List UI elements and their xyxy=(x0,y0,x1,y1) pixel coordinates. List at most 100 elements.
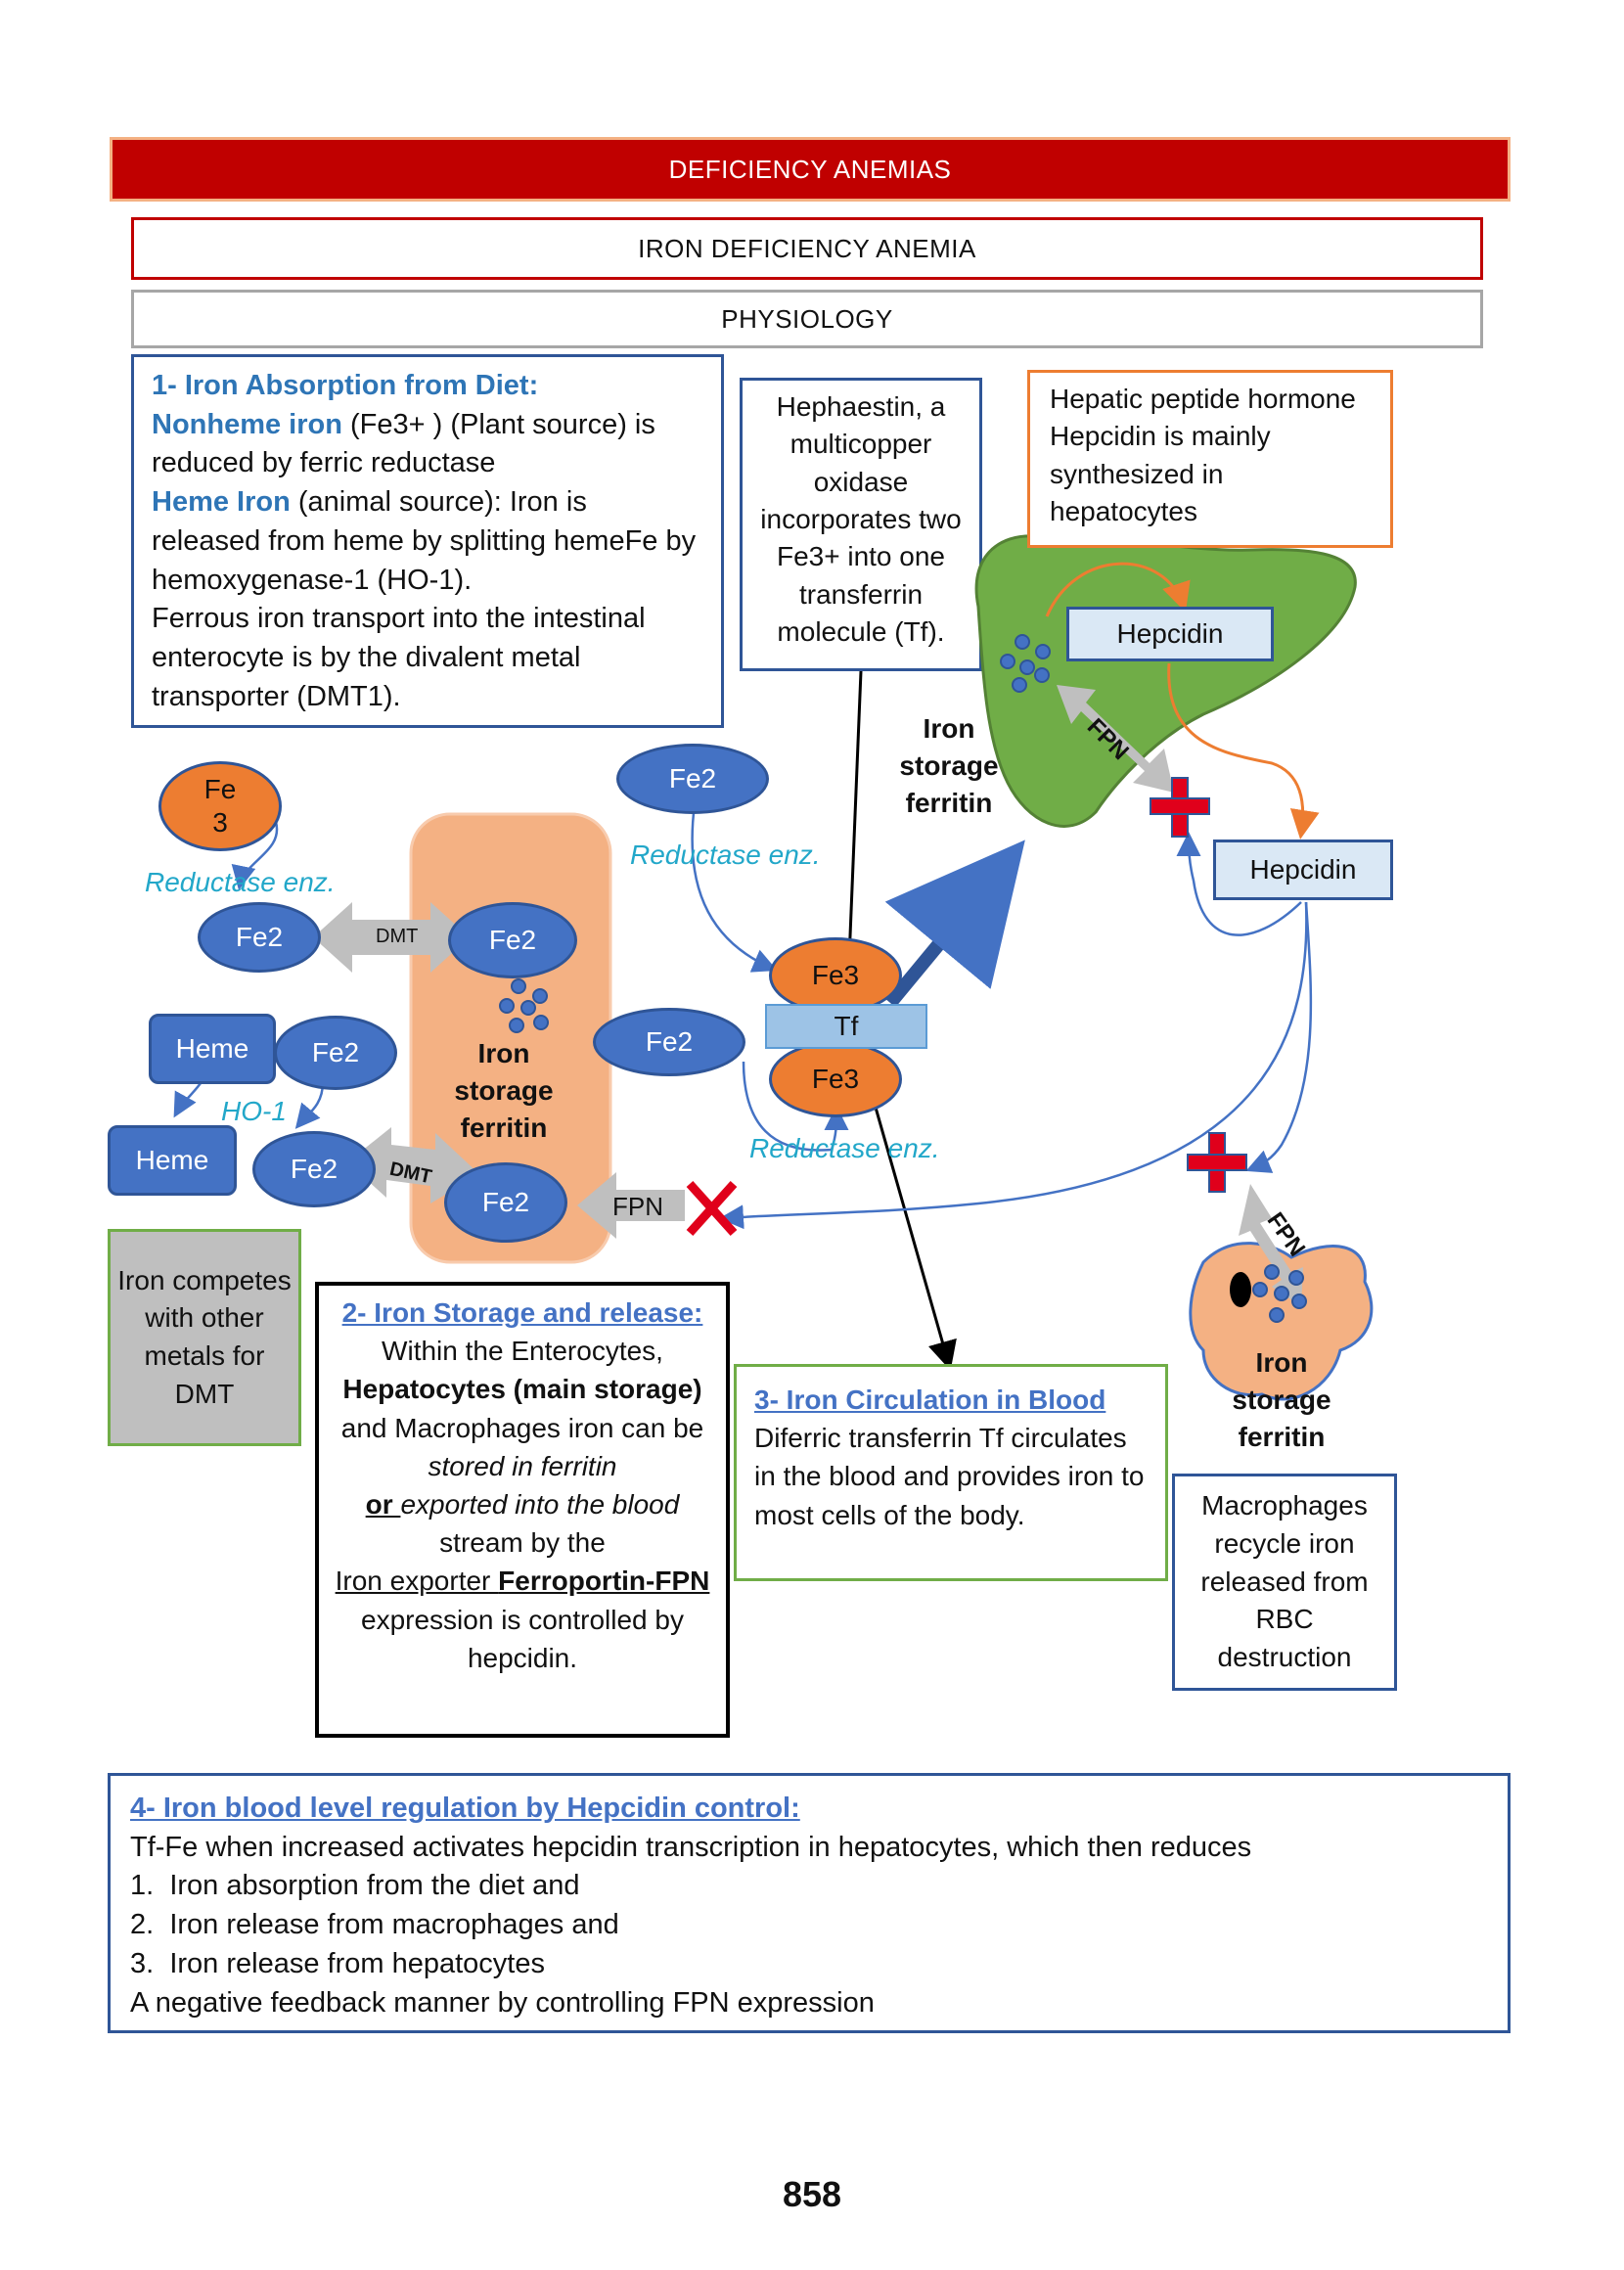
hepatic-peptide-box: Hepatic peptide hormone Hepcidin is main… xyxy=(1027,370,1393,548)
transferrin-label: Tf xyxy=(834,1011,859,1041)
fe2-lumen-bottom: Fe2 xyxy=(252,1131,376,1207)
fe3-transferrin-bottom-label: Fe3 xyxy=(811,1064,860,1094)
macrophage-storage-label: Iron storage ferritin xyxy=(1232,1347,1331,1452)
ferritin-dots-enterocyte xyxy=(499,978,549,1033)
ferritin-dots-liver xyxy=(1000,634,1051,693)
hepcidin-regulation-intro: Tf-Fe when increased activates hepcidin … xyxy=(130,1831,1252,1863)
hepcidin-circulating-label: Hepcidin xyxy=(1249,854,1357,885)
heme-top: Heme xyxy=(149,1014,276,1084)
reductase-left: Reductase enz. xyxy=(145,867,336,897)
main-title: DEFICIENCY ANEMIAS xyxy=(668,154,952,184)
iron-storage-box: 2- Iron Storage and release: Within the … xyxy=(315,1282,730,1738)
reductase-top: Reductase enz. xyxy=(630,840,821,870)
fe2-enterocyte-bottom-label: Fe2 xyxy=(481,1187,530,1217)
hepcidin-regulation-title: 4- Iron blood level regulation by Hepcid… xyxy=(130,1793,800,1824)
fe3-nonheme: Fe 3 xyxy=(158,761,282,851)
fe3-transferrin-bottom: Fe3 xyxy=(769,1041,902,1117)
hepatic-peptide-text: Hepatic peptide hormone Hepcidin is main… xyxy=(1050,384,1356,527)
hepcidin-regulation-box: 4- Iron blood level regulation by Hepcid… xyxy=(108,1773,1511,2033)
list-item: 1. Iron absorption from the diet and xyxy=(130,1870,580,1902)
section-title: PHYSIOLOGY xyxy=(721,303,893,334)
fe2-heme-label: Fe2 xyxy=(311,1037,360,1067)
heme-top-label: Heme xyxy=(175,1033,249,1064)
heme-bottom-label: Heme xyxy=(135,1145,209,1175)
fe3-transferrin-top: Fe3 xyxy=(769,937,902,1014)
hephaestin-box: Hephaestin, a multicopper oxidase incorp… xyxy=(740,378,982,671)
hepcidin-liver-label: Hepcidin xyxy=(1116,618,1224,649)
storage-text-6: exported into the blood xyxy=(400,1488,680,1520)
storage-text-1: Within the Enterocytes, xyxy=(382,1336,663,1367)
fe2-enterocyte-top-label: Fe2 xyxy=(488,925,537,955)
fe2-middle-label: Fe2 xyxy=(645,1026,694,1057)
fe2-top-middle: Fe2 xyxy=(616,744,769,814)
ferrous-paragraph: Ferrous iron transport into the intestin… xyxy=(152,603,646,712)
fe2-lumen-top: Fe2 xyxy=(198,902,321,973)
iron-circulation-title: 3- Iron Circulation in Blood xyxy=(754,1385,1106,1415)
macrophage-nucleus xyxy=(1230,1272,1251,1307)
fpn-arrow-macrophage xyxy=(1239,1184,1303,1306)
fe2-middle: Fe2 xyxy=(593,1008,745,1076)
heme-text: (animal source): Iron is released from h… xyxy=(152,486,697,596)
hepcidin-liver: Hepcidin xyxy=(1066,607,1274,661)
fpn-arrow-liver xyxy=(1057,685,1174,793)
storage-text-10: expression is controlled by hepcidin. xyxy=(361,1604,684,1673)
fe2-enterocyte-top: Fe2 xyxy=(448,902,577,978)
list-item: 3. Iron release from hepatocytes xyxy=(130,1947,545,1979)
iron-circulation-box: 3- Iron Circulation in Blood Diferric tr… xyxy=(734,1364,1168,1581)
storage-text-8: Iron exporter xyxy=(335,1566,499,1597)
nonheme-paragraph: Nonheme iron (Fe3+ ) (Plant source) is r… xyxy=(152,406,703,483)
section-bar: PHYSIOLOGY xyxy=(131,290,1483,348)
iron-absorption-box: 1- Iron Absorption from Diet: Nonheme ir… xyxy=(131,354,724,728)
fe2-lumen-bottom-label: Fe2 xyxy=(290,1154,338,1184)
list-item-text: Iron absorption from the diet and xyxy=(169,1870,580,1902)
iron-circulation-text: Diferric transferrin Tf circulates in th… xyxy=(754,1423,1145,1530)
main-title-bar: DEFICIENCY ANEMIAS xyxy=(110,137,1511,202)
subtitle-bar: IRON DEFICIENCY ANEMIA xyxy=(131,217,1483,280)
storage-text-9: Ferroportin-FPN xyxy=(498,1566,710,1597)
fe2-enterocyte-bottom: Fe2 xyxy=(444,1162,567,1243)
dmt-top-label: DMT xyxy=(376,926,419,947)
nonheme-text: (Fe3+ ) (Plant source) is reduced by fer… xyxy=(152,408,655,479)
storage-text-7: stream by the xyxy=(439,1527,606,1559)
ho1-label: HO-1 xyxy=(221,1096,287,1126)
block-cross-liver xyxy=(1150,777,1210,838)
iron-storage-body: Within the Enterocytes, Hepatocytes (mai… xyxy=(335,1332,710,1677)
enterocyte-storage-label: Iron storage ferritin xyxy=(454,1038,554,1143)
nonheme-label: Nonheme iron xyxy=(152,408,342,440)
heme-label: Heme Iron xyxy=(152,486,291,519)
subtitle: IRON DEFICIENCY ANEMIA xyxy=(638,233,976,263)
compete-text: Iron competes with other metals for DMT xyxy=(117,1264,292,1409)
block-cross-macrophage xyxy=(1187,1132,1247,1193)
ferritin-dots-macrophage xyxy=(1252,1264,1307,1323)
macrophage-box: Macrophages recycle iron released from R… xyxy=(1172,1474,1397,1691)
fe2-lumen-top-label: Fe2 xyxy=(235,922,284,952)
fe2-heme: Fe2 xyxy=(274,1016,397,1090)
macrophage-text: Macrophages recycle iron released from R… xyxy=(1200,1490,1369,1672)
storage-text-4: stored in ferritin xyxy=(428,1450,617,1481)
storage-text-2: Hepatocytes (main storage) xyxy=(342,1374,702,1405)
fpn-arrow-enterocyte xyxy=(577,1172,685,1239)
list-item-text: Iron release from hepatocytes xyxy=(169,1947,545,1979)
fe3-transferrin-top-label: Fe3 xyxy=(811,960,860,990)
hepcidin-regulation-outro: A negative feedback manner by controllin… xyxy=(130,1986,875,2019)
heme-paragraph: Heme Iron (animal source): Iron is relea… xyxy=(152,483,703,600)
storage-text-5: or xyxy=(365,1488,401,1520)
list-item-text: Iron release from macrophages and xyxy=(169,1909,619,1941)
dmt-arrow-bottom xyxy=(347,1127,479,1203)
fe2-top-middle-label: Fe2 xyxy=(668,763,717,794)
hephaestin-text: Hephaestin, a multicopper oxidase incorp… xyxy=(760,391,962,648)
dmt-arrow-top xyxy=(313,902,470,973)
fpn-enterocyte-label: FPN xyxy=(612,1192,663,1221)
reductase-bottom: Reductase enz. xyxy=(749,1133,940,1163)
hepcidin-circulating: Hepcidin xyxy=(1213,840,1393,900)
liver-storage-label: Iron storage ferritin xyxy=(899,713,999,818)
transferrin-bar: Tf xyxy=(765,1004,927,1049)
iron-absorption-title: 1- Iron Absorption from Diet: xyxy=(152,370,539,401)
heme-bottom: Heme xyxy=(108,1125,237,1196)
compete-box: Iron competes with other metals for DMT xyxy=(108,1229,301,1446)
iron-storage-title: 2- Iron Storage and release: xyxy=(341,1297,703,1328)
storage-text-3: and Macrophages iron can be xyxy=(340,1412,704,1443)
fe3-nonheme-label: Fe 3 xyxy=(203,774,237,838)
list-item: 2. Iron release from macrophages and xyxy=(130,1909,619,1941)
page-number: 858 xyxy=(782,2174,842,2214)
